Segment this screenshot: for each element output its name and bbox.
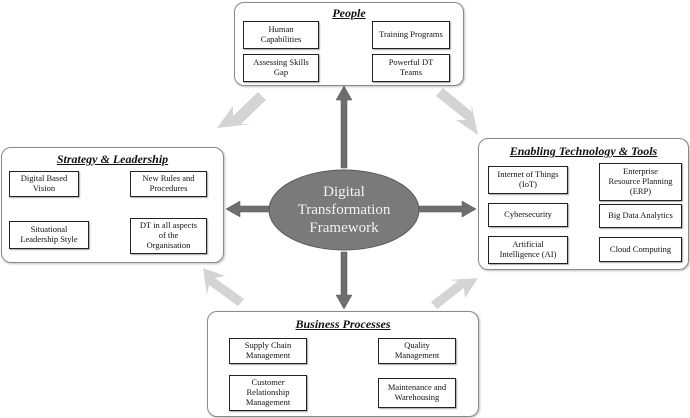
- arrow-center-down: [335, 251, 353, 310]
- box-erp: Enterprise Resource Planning (ERP): [599, 163, 682, 201]
- box-customer-relationship: Customer Relationship Management: [229, 375, 307, 411]
- arrow-people-technology: [436, 88, 478, 135]
- box-human-capabilities: Human Capabilities: [243, 21, 319, 49]
- box-supply-chain: Supply Chain Management: [229, 338, 307, 364]
- box-cybersecurity: Cybersecurity: [488, 203, 568, 227]
- panel-title-business: Business Processes: [295, 317, 391, 331]
- arrow-center-left: [225, 200, 276, 218]
- box-assessing-skills-gap: Assessing Skills Gap: [243, 54, 319, 82]
- box-big-data-analytics: Big Data Analytics: [599, 204, 682, 228]
- box-artificial-intelligence: Artificial Intelligence (AI): [488, 236, 568, 264]
- panel-title-people: People: [332, 6, 366, 20]
- center-label: Digital Transformation Framework: [297, 184, 391, 236]
- box-dt-all-aspects: DT in all aspects of the Organisation: [130, 218, 207, 254]
- arrow-technology-business: [431, 278, 478, 309]
- arrow-strategy-business: [203, 268, 244, 306]
- arrow-people-strategy: [217, 92, 266, 128]
- panel-enabling-technology: Enabling Technology & Tools Internet of …: [478, 138, 689, 270]
- box-maintenance-warehousing: Maintenance and Warehousing: [378, 378, 456, 408]
- panel-people: People Human Capabilities Training Progr…: [234, 2, 464, 86]
- box-powerful-dt-teams: Powerful DT Teams: [372, 54, 450, 82]
- panel-strategy-leadership: Strategy & Leadership Digital Based Visi…: [1, 147, 224, 263]
- panel-title-strategy: Strategy & Leadership: [56, 152, 169, 166]
- center-ellipse: [268, 169, 420, 251]
- box-new-rules-procedures: New Rules and Procedures: [130, 171, 207, 197]
- box-training-programs: Training Programs: [372, 21, 450, 49]
- arrow-center-up: [335, 85, 353, 169]
- box-cloud-computing: Cloud Computing: [599, 237, 682, 262]
- box-iot: Internet of Things (IoT): [488, 166, 568, 194]
- box-situational-leadership: Situational Leadership Style: [9, 221, 89, 249]
- box-quality-management: Quality Management: [378, 338, 456, 364]
- arrow-center-right: [412, 200, 477, 218]
- panel-title-technology: Enabling Technology & Tools: [509, 144, 658, 158]
- box-digital-based-vision: Digital Based Vision: [9, 171, 79, 197]
- panel-business-processes: Business Processes Supply Chain Manageme…: [207, 311, 479, 417]
